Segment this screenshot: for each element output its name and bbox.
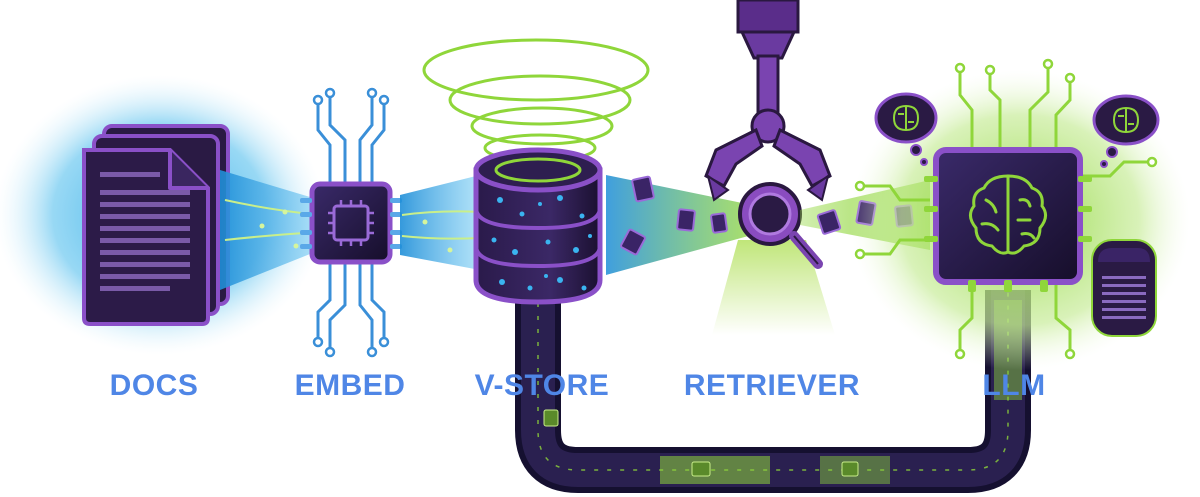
claw-magnifier-icon xyxy=(704,0,832,269)
vstore-to-retriever-beam xyxy=(606,175,752,275)
thought-bubble-right xyxy=(1092,94,1160,168)
docs-to-embed-beam xyxy=(220,170,321,290)
llm-label: LLM xyxy=(982,369,1046,402)
llm-stage xyxy=(850,58,1190,370)
brain-icon xyxy=(893,104,920,132)
conveyor-tube xyxy=(515,290,1031,493)
docs-label: DOCS xyxy=(109,369,199,402)
embed-label: EMBED xyxy=(294,369,406,402)
vstore-label: V-STORE xyxy=(474,369,610,402)
light-cone xyxy=(712,240,835,335)
document-stack-icon xyxy=(82,124,230,326)
thought-bubble-left xyxy=(874,92,938,166)
brain-chip-icon xyxy=(924,147,1092,292)
database-icon xyxy=(473,147,603,305)
output-document-icon xyxy=(1091,239,1157,337)
embed-to-vstore-beam xyxy=(400,175,481,270)
retriever-label: RETRIEVER xyxy=(683,369,861,402)
vortex-rings xyxy=(422,38,650,163)
brain-icon xyxy=(1113,106,1140,134)
chip-icon xyxy=(300,181,402,265)
docs-stage xyxy=(0,75,325,355)
embed-stage xyxy=(300,87,402,358)
retriever-stage xyxy=(704,0,835,335)
vstore-stage xyxy=(422,38,650,305)
